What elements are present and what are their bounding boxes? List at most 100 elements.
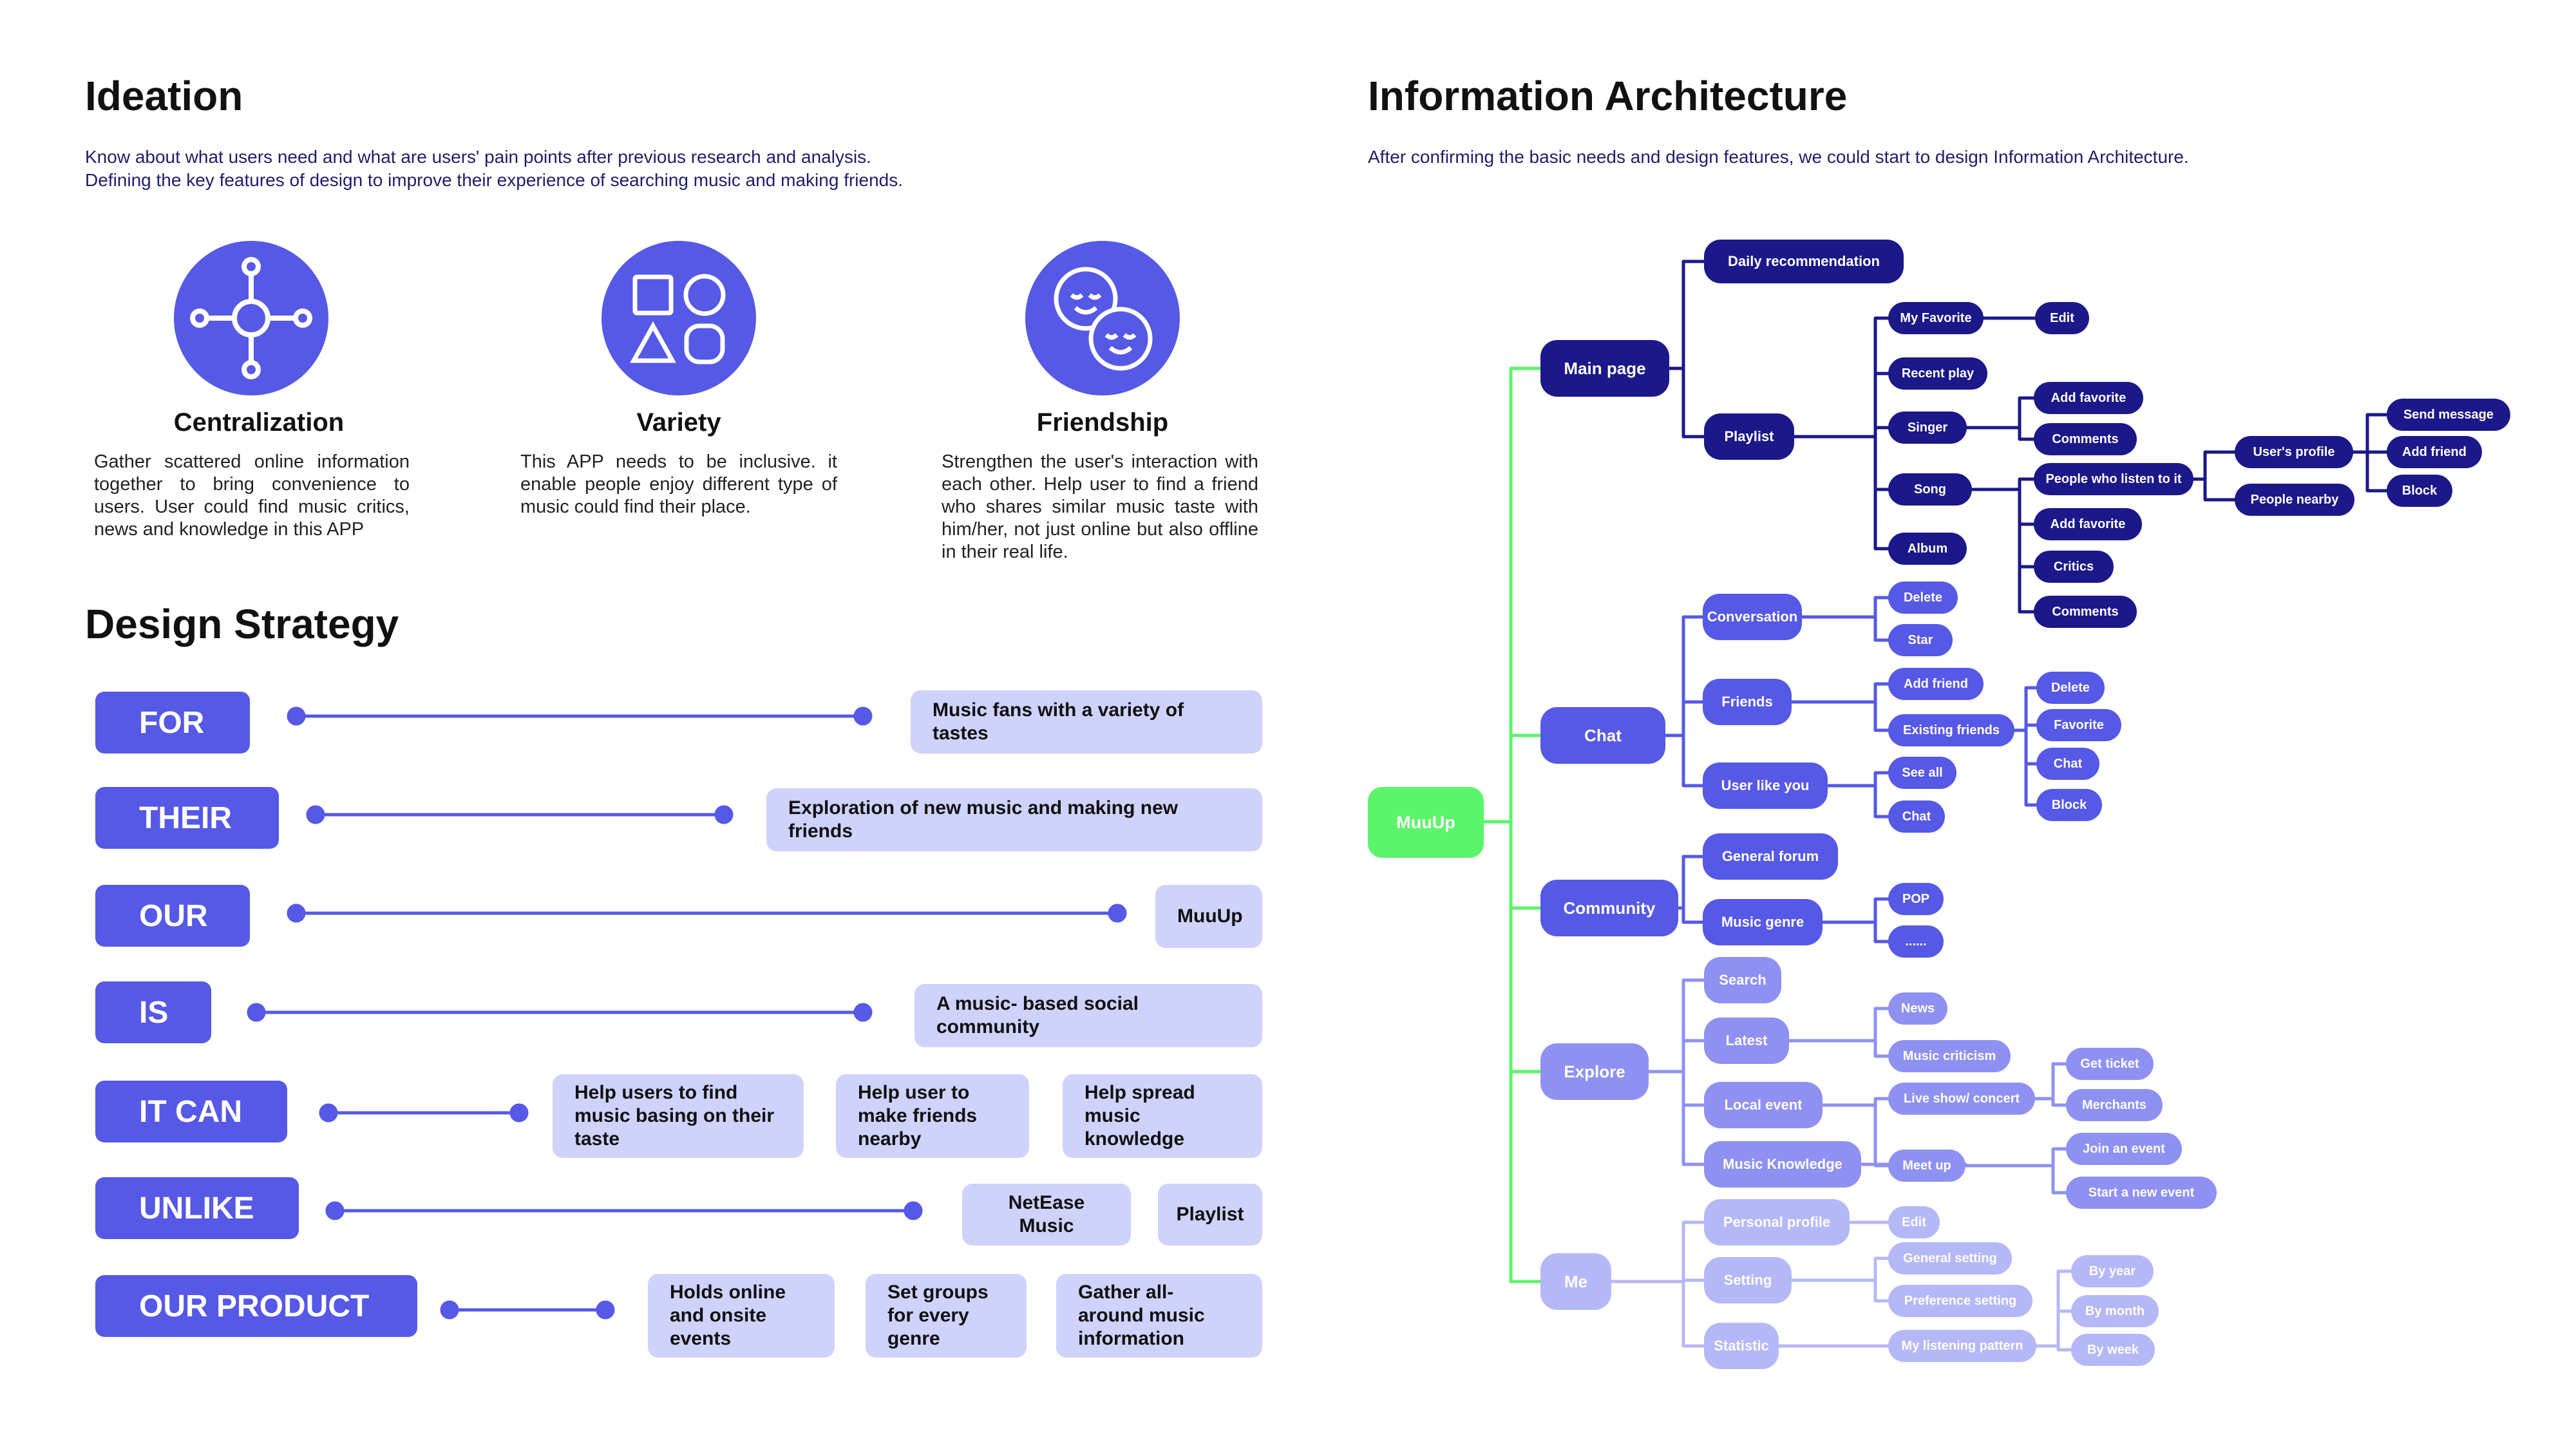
ia-my-favorite: My Favorite	[1888, 302, 1984, 334]
strategy-keyword-our-product: OUR PRODUCT	[95, 1275, 417, 1337]
ia-genre-pop: POP	[1888, 883, 1944, 915]
ia-news: News	[1888, 992, 1947, 1025]
ia-by-month: By month	[2071, 1295, 2159, 1327]
strategy-value-our-product-2: Set groups for every genre	[866, 1274, 1027, 1358]
ia-music-criticism: Music criticism	[1888, 1040, 2011, 1072]
ia-join-event: Join an event	[2066, 1133, 2182, 1165]
strategy-value-is: A music- based social community	[914, 984, 1262, 1047]
ia-title: Information Architecture	[1368, 73, 1848, 119]
ia-general-setting: General setting	[1888, 1242, 2012, 1274]
ia-listening-pattern: My listening pattern	[1888, 1330, 2036, 1362]
ia-genre-more: ......	[1888, 925, 1944, 958]
ia-playlist: Playlist	[1704, 413, 1794, 460]
strategy-value-our: MuuUp	[1155, 885, 1262, 948]
ia-people-who-listen: People who listen to it	[2034, 463, 2193, 495]
ia-friend-block: Block	[2036, 789, 2102, 821]
strategy-value-unlike-1: NetEase Music	[962, 1184, 1131, 1245]
shapes-icon	[601, 241, 756, 395]
strategy-value-it-can-1: Help users to find music basing on their…	[553, 1074, 804, 1158]
strategy-keyword-it-can: IT CAN	[95, 1081, 287, 1142]
ia-chat: Chat	[1540, 707, 1665, 764]
ia-music-genre: Music genre	[1703, 899, 1823, 945]
ia-user-like-you-chat: Chat	[1888, 800, 1945, 833]
strategy-value-it-can-3: Help spread music knowledge	[1063, 1074, 1262, 1158]
ia-song-add-favorite: Add favorite	[2034, 508, 2142, 540]
ia-profile-block: Block	[2387, 475, 2452, 507]
feature-title-variety: Variety	[636, 408, 721, 437]
ia-start-event: Start a new event	[2066, 1177, 2217, 1209]
strategy-keyword-unlike: UNLIKE	[95, 1177, 299, 1239]
feature-desc-friendship: Strengthen the user's interaction with e…	[942, 451, 1258, 562]
ia-user-like-you: User like you	[1703, 762, 1828, 809]
ia-local-event: Local event	[1704, 1082, 1823, 1128]
ia-edit: Edit	[2035, 302, 2089, 334]
strategy-keyword-our: OUR	[95, 885, 250, 947]
ia-add-friend: Add friend	[1888, 668, 1984, 700]
ia-album-comments: Comments	[2034, 596, 2137, 628]
ia-merchants: Merchants	[2066, 1089, 2163, 1121]
ideation-intro-line-2: Defining the key features of design to i…	[85, 170, 904, 190]
ia-critics: Critics	[2034, 551, 2114, 583]
ia-by-year: By year	[2071, 1255, 2154, 1287]
ia-friend-favorite: Favorite	[2036, 709, 2121, 741]
ia-see-all: See all	[1888, 757, 1956, 789]
ia-friend-chat: Chat	[2036, 748, 2099, 780]
ia-by-week: By week	[2071, 1334, 2155, 1366]
ia-users-profile: User's profile	[2235, 436, 2353, 468]
ia-album: Album	[1888, 533, 1967, 565]
ia-singer: Singer	[1888, 412, 1967, 444]
strategy-keyword-is: IS	[95, 981, 211, 1043]
ia-personal-profile: Personal profile	[1704, 1199, 1850, 1245]
ia-profile-edit: Edit	[1888, 1206, 1940, 1238]
design-strategy-title: Design Strategy	[85, 601, 399, 647]
ia-existing-friends: Existing friends	[1888, 714, 2014, 746]
strategy-value-it-can-2: Help user to make friends nearby	[836, 1074, 1029, 1158]
ia-get-ticket: Get ticket	[2066, 1048, 2154, 1080]
ia-general-forum: General forum	[1703, 833, 1838, 880]
ia-profile-add-friend: Add friend	[2387, 436, 2482, 468]
ia-latest: Latest	[1704, 1018, 1789, 1064]
feature-title-centralization: Centralization	[173, 408, 345, 437]
ia-conversation: Conversation	[1703, 594, 1802, 640]
ia-statistic: Statistic	[1704, 1323, 1779, 1369]
ia-main-page: Main page	[1540, 340, 1669, 397]
strategy-value-unlike-2: Playlist	[1158, 1184, 1262, 1245]
ia-daily-recommendation: Daily recommendation	[1704, 240, 1904, 283]
ideation-intro-line-1: Know about what users need and what are …	[85, 147, 871, 167]
ia-friends: Friends	[1703, 679, 1792, 725]
ia-intro: After confirming the basic needs and des…	[1368, 147, 2189, 167]
network-hub-icon	[174, 241, 328, 395]
ia-explore: Explore	[1540, 1043, 1649, 1100]
ia-recent-play: Recent play	[1888, 357, 1987, 390]
ia-root-muuup: MuuUp	[1368, 787, 1484, 858]
smiling-faces-icon	[1025, 241, 1180, 395]
ia-people-nearby: People nearby	[2235, 484, 2354, 516]
strategy-value-our-product-3: Gather all- around music information	[1056, 1274, 1262, 1358]
ia-setting: Setting	[1704, 1257, 1792, 1303]
ia-live-show: Live show/ concert	[1888, 1083, 2035, 1115]
strategy-connectors	[247, 706, 1127, 1320]
ia-search: Search	[1704, 957, 1781, 1003]
strategy-value-their: Exploration of new music and making new …	[766, 788, 1262, 851]
ia-community: Community	[1540, 880, 1678, 936]
ia-send-message: Send message	[2387, 399, 2510, 431]
ia-meet-up: Meet up	[1888, 1150, 1965, 1182]
ia-singer-add-favorite: Add favorite	[2034, 382, 2143, 414]
strategy-value-our-product-1: Holds online and onsite events	[648, 1274, 835, 1358]
feature-title-friendship: Friendship	[1036, 408, 1169, 437]
ia-friend-delete: Delete	[2036, 672, 2105, 704]
ideation-title: Ideation	[85, 73, 243, 119]
ia-me: Me	[1540, 1253, 1611, 1310]
ia-song: Song	[1888, 473, 1972, 506]
strategy-keyword-for: FOR	[95, 692, 250, 753]
strategy-keyword-their: THEIR	[95, 787, 279, 849]
ia-preference-setting: Preference setting	[1888, 1285, 2032, 1317]
strategy-value-for: Music fans with a variety of tastes	[911, 690, 1262, 753]
ia-conversation-delete: Delete	[1888, 582, 1958, 614]
ia-singer-comments: Comments	[2034, 423, 2137, 455]
ia-conversation-star: Star	[1888, 624, 1953, 656]
ia-music-knowledge: Music Knowledge	[1704, 1141, 1861, 1188]
feature-desc-centralization: Gather scattered online information toge…	[94, 451, 410, 540]
feature-desc-variety: This APP needs to be inclusive. it enabl…	[520, 451, 837, 517]
